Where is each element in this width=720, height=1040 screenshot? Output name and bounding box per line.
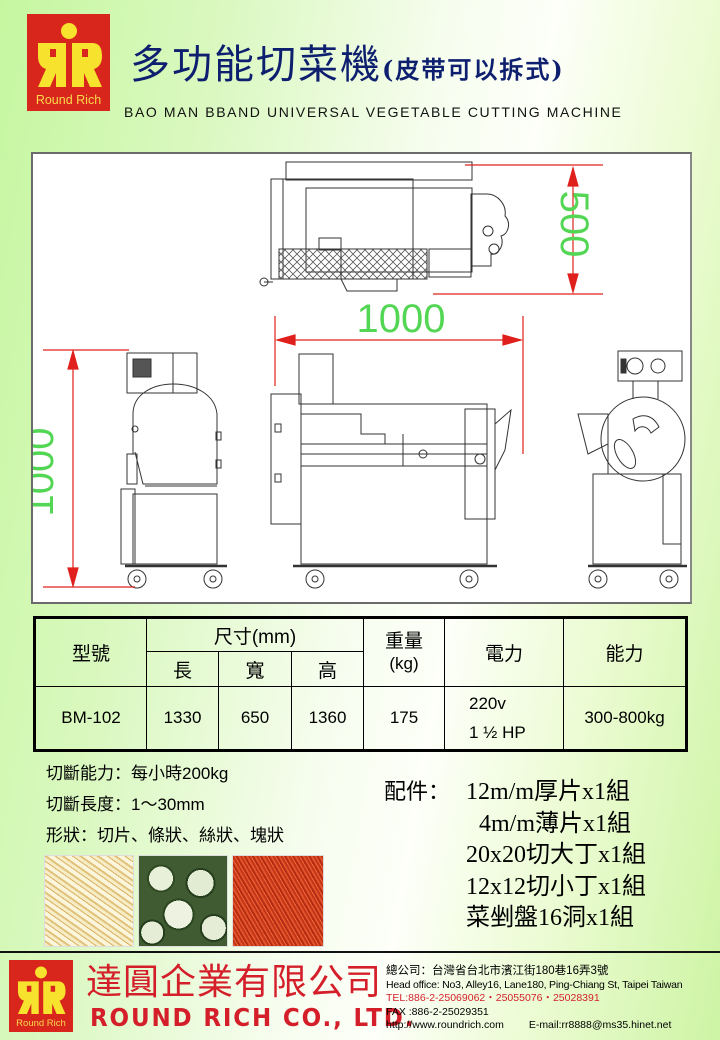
feature-shapes: 形狀：切片、條狀、絲狀、塊狀: [46, 826, 284, 845]
cell-height: 1360: [291, 686, 364, 751]
accessory-item: 12m/m厚片x1組: [466, 779, 631, 805]
round-rich-logo-icon: [17, 966, 66, 1015]
title-cn-suffix: (皮带可以拆式): [382, 55, 565, 84]
fax: FAX :886-2-25029351: [386, 1005, 489, 1018]
carrot-shreds-photo: [232, 855, 324, 947]
feature-cutting-capacity: 切斷能力：每小時200kg: [46, 764, 229, 783]
header-length: 長: [146, 651, 219, 687]
header-capacity: 能力: [563, 617, 687, 687]
dim-label-1000-width: 1000: [357, 297, 446, 341]
page-title: 多功能切菜機(皮带可以拆式): [130, 32, 565, 90]
title-cn: 多功能切菜機: [130, 42, 382, 88]
footer-divider: [0, 951, 720, 953]
header-weight: 重量 (kg): [363, 617, 445, 687]
header-width: 寬: [218, 651, 292, 687]
machine-dimension-drawing: 500 1000 1000: [33, 161, 687, 589]
cell-weight: 175: [363, 686, 445, 751]
company-name-cn: 達圓企業有限公司: [86, 962, 383, 1003]
cell-length: 1330: [146, 686, 219, 751]
web-email-row: http://www.roundrich.com E-mail:rr8888@m…: [386, 1019, 682, 1033]
address-en: Head office: No3, Alley16, Lane180, Ping…: [386, 978, 683, 991]
technical-drawing: 500 1000 1000: [31, 152, 692, 604]
header-model: 型號: [34, 617, 147, 687]
accessory-item: 菜剉盤16洞x1組: [466, 905, 634, 931]
address-cn: 總公司：台灣省台北市濱江街180巷16弄3號: [386, 965, 609, 977]
cucumber-slices-photo: [138, 855, 228, 947]
company-name-en: ROUND RICH CO., LTD.: [90, 1003, 416, 1032]
title-en: BAO MAN BBAND UNIVERSAL VEGETABLE CUTTIN…: [124, 104, 623, 120]
feature-cutting-length: 切斷長度：1～30mm: [46, 795, 205, 814]
power-voltage: 220v: [469, 694, 506, 713]
logo-caption: Round Rich: [16, 1018, 66, 1029]
dim-label-1000-height: 1000: [33, 428, 62, 517]
power-hp: 1 ½ HP: [469, 723, 526, 742]
accessory-item: 4m/m薄片x1組: [479, 810, 632, 837]
potato-strips-photo: [44, 855, 134, 947]
dim-label-500: 500: [552, 191, 596, 258]
email-link[interactable]: E-mail:rr8888@ms35.hinet.net: [528, 1019, 672, 1031]
cell-capacity: 300-800kg: [563, 686, 687, 751]
cell-width: 650: [218, 686, 292, 751]
cell-power: 220v 1 ½ HP: [444, 686, 564, 751]
header-weight-unit: (kg): [389, 653, 419, 673]
accessories-list: 12m/m厚片x1組 4m/m薄片x1組 20x20切大丁x1組 12x12切小…: [466, 777, 646, 935]
website-link[interactable]: http://www.roundrich.com: [386, 1019, 504, 1031]
contact-info: 總公司：台灣省台北市濱江街180巷16弄3號 Head office: No3,…: [386, 965, 683, 1033]
round-rich-logo-icon: [37, 23, 102, 87]
header-weight-label: 重量: [384, 630, 423, 652]
accessory-item: 12x12切小丁x1組: [466, 873, 646, 900]
header-power: 電力: [444, 617, 564, 687]
telephone: TEL:886-2-25069062・25055076・25028391: [386, 992, 600, 1004]
logo-caption: Round Rich: [35, 93, 102, 107]
company-logo: Round Rich: [27, 14, 110, 111]
features-list: 切斷能力：每小時200kg 切斷長度：1～30mm 形狀：切片、條狀、絲狀、塊狀: [46, 758, 284, 851]
header-size: 尺寸(mm): [146, 617, 364, 652]
cell-model: BM-102: [34, 686, 147, 751]
accessory-item: 20x20切大丁x1組: [466, 842, 646, 868]
footer-company-logo: Round Rich: [9, 960, 73, 1032]
table-row: BM-102 1330 650 1360 175 220v 1 ½ HP 300…: [34, 686, 687, 751]
accessories-label: 配件：: [384, 780, 451, 805]
spec-table: 型號 尺寸(mm) 重量 (kg) 電力 能力 長 寬 高 BM-102 133…: [33, 616, 688, 752]
header-height: 高: [291, 651, 364, 687]
